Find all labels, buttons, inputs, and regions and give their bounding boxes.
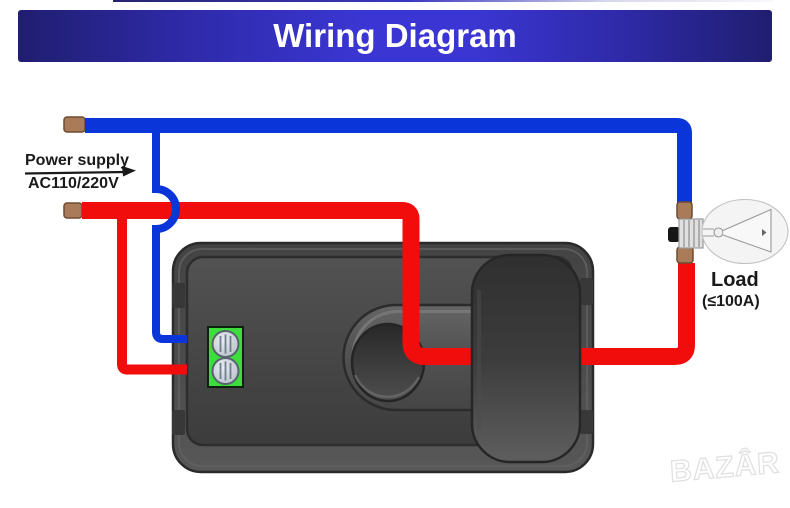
green-terminal-block bbox=[207, 326, 244, 388]
top-border-line bbox=[113, 0, 773, 2]
neutral-wire-blue bbox=[63, 116, 693, 343]
blue-wire-main bbox=[85, 118, 692, 204]
red-wire-tip-bulb bbox=[676, 246, 694, 264]
bulb-contact-tip bbox=[668, 227, 680, 242]
live-wire-red bbox=[63, 202, 695, 375]
blue-wire-tip-left bbox=[63, 116, 86, 133]
red-wire-power-to-ct bbox=[82, 202, 580, 365]
device-notch-right-top bbox=[580, 278, 593, 305]
red-wire-to-bulb bbox=[578, 263, 695, 365]
blue-wire-tip-bulb bbox=[676, 201, 693, 220]
device-notch-right-bottom bbox=[580, 410, 593, 434]
bulb-stem bbox=[713, 227, 724, 238]
load-rating-label: (≤100A) bbox=[702, 293, 760, 310]
voltage-label: AC110/220V bbox=[28, 175, 119, 192]
power-supply-arrow bbox=[24, 166, 136, 177]
ct-wire-hole-rim bbox=[353, 374, 421, 399]
page-title: Wiring Diagram bbox=[273, 17, 517, 54]
light-bulb-load bbox=[668, 198, 789, 265]
red-wire-branch-left bbox=[117, 217, 187, 375]
load-label: Load bbox=[711, 269, 759, 291]
bulb-filament bbox=[762, 229, 767, 236]
power-supply-label: Power supply bbox=[25, 152, 130, 169]
blue-wire-branch bbox=[152, 132, 187, 343]
red-wire-tip-left bbox=[63, 202, 83, 219]
device-notch-left-top bbox=[172, 283, 185, 308]
title-banner: Wiring Diagram bbox=[18, 10, 772, 62]
ct-coil-cylinder bbox=[470, 253, 582, 464]
device-notch-left-bottom bbox=[172, 410, 185, 435]
bulb-filament-cone bbox=[722, 208, 772, 253]
